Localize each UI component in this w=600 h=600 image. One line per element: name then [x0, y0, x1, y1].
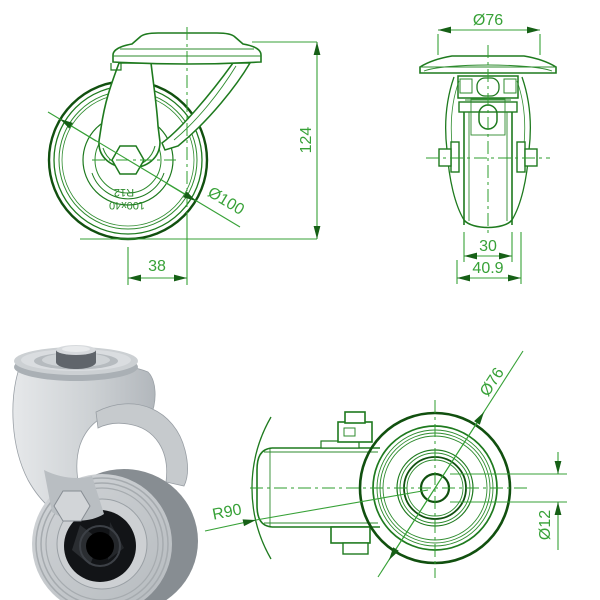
svg-text:R90: R90 — [211, 501, 243, 523]
dimension-axle-offset: 38 — [127, 212, 188, 285]
front-view-drawing: Ø76 124 30 40.9 — [298, 12, 557, 284]
svg-text:Ø76: Ø76 — [473, 12, 503, 29]
svg-text:124: 124 — [298, 127, 315, 154]
svg-text:38: 38 — [148, 258, 166, 275]
dimension-plate-diameter: Ø76 — [437, 12, 541, 55]
product-photo-render — [12, 345, 198, 600]
bottom-view-drawing: Ø76 R90 Ø12 — [204, 350, 567, 578]
svg-text:30: 30 — [479, 238, 497, 255]
dimension-fork-width: 40.9 — [456, 232, 522, 284]
wheel-crown — [463, 219, 513, 229]
svg-text:Ø100: Ø100 — [205, 184, 247, 219]
render-fork-strap — [95, 403, 188, 487]
dimension-wheel-width: 30 — [463, 232, 513, 262]
dimension-bolt-hole: Ø12 — [450, 452, 567, 550]
bolt-top — [320, 411, 373, 449]
swivel-housing — [257, 448, 382, 527]
dimension-swivel-radius: R90 — [204, 489, 429, 532]
bolt-bottom — [330, 526, 371, 555]
dimension-overall-height: 124 — [298, 42, 321, 239]
wheel-marking-radius: R12 — [114, 186, 134, 198]
dimension-plate-diameter-bottom: Ø76 — [377, 350, 524, 578]
side-view-drawing: R12 100x40 Ø100 38 — [47, 27, 317, 285]
fork-blade — [161, 62, 252, 151]
render-axle-nut — [53, 490, 91, 522]
fork-rails — [463, 112, 513, 225]
svg-text:Ø12: Ø12 — [537, 510, 554, 540]
svg-text:40.9: 40.9 — [472, 260, 503, 277]
wheel-marking-size: 100x40 — [109, 199, 145, 211]
render-top-plate — [14, 345, 138, 381]
